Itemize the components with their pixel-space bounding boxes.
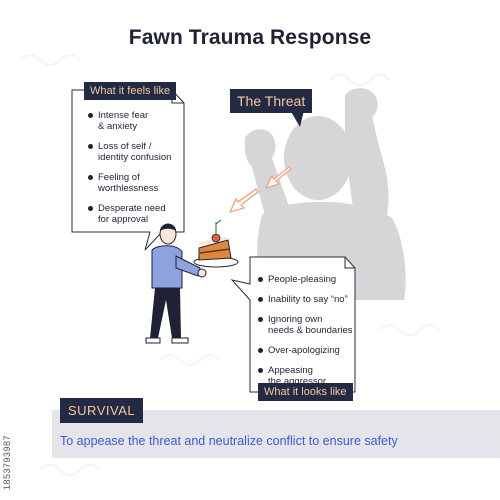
feels-item: Feeling of worthlessness xyxy=(88,172,184,194)
survival-description: To appease the threat and neutralize con… xyxy=(60,434,398,448)
feels-item: Loss of self / identity confusion xyxy=(88,141,184,163)
looks-item: People-pleasing xyxy=(258,274,354,285)
looks-label: What it looks like xyxy=(258,383,353,401)
feels-label: What it feels like xyxy=(84,82,177,100)
looks-item: Appeasing the aggressor xyxy=(258,365,354,387)
page-title: Fawn Trauma Response xyxy=(128,26,372,49)
looks-item: Ignoring own needs & boundaries xyxy=(258,314,354,336)
looks-item: Inability to say “no” xyxy=(258,294,354,305)
feels-item: Intense fear & anxiety xyxy=(88,110,184,132)
threat-label: The Threat xyxy=(230,89,313,113)
looks-item: Over-apologizing xyxy=(258,345,354,356)
feels-list: Intense fear & anxiety Loss of self / id… xyxy=(88,110,184,234)
arrow-lower xyxy=(229,188,259,213)
looks-list: People-pleasing Inability to say “no” Ig… xyxy=(258,274,354,396)
arrow-upper xyxy=(265,166,292,189)
feels-item: Desperate need for approval xyxy=(88,203,184,225)
survival-label: SURVIVAL xyxy=(60,398,144,423)
stock-image-id: 1853793987 xyxy=(2,434,12,490)
